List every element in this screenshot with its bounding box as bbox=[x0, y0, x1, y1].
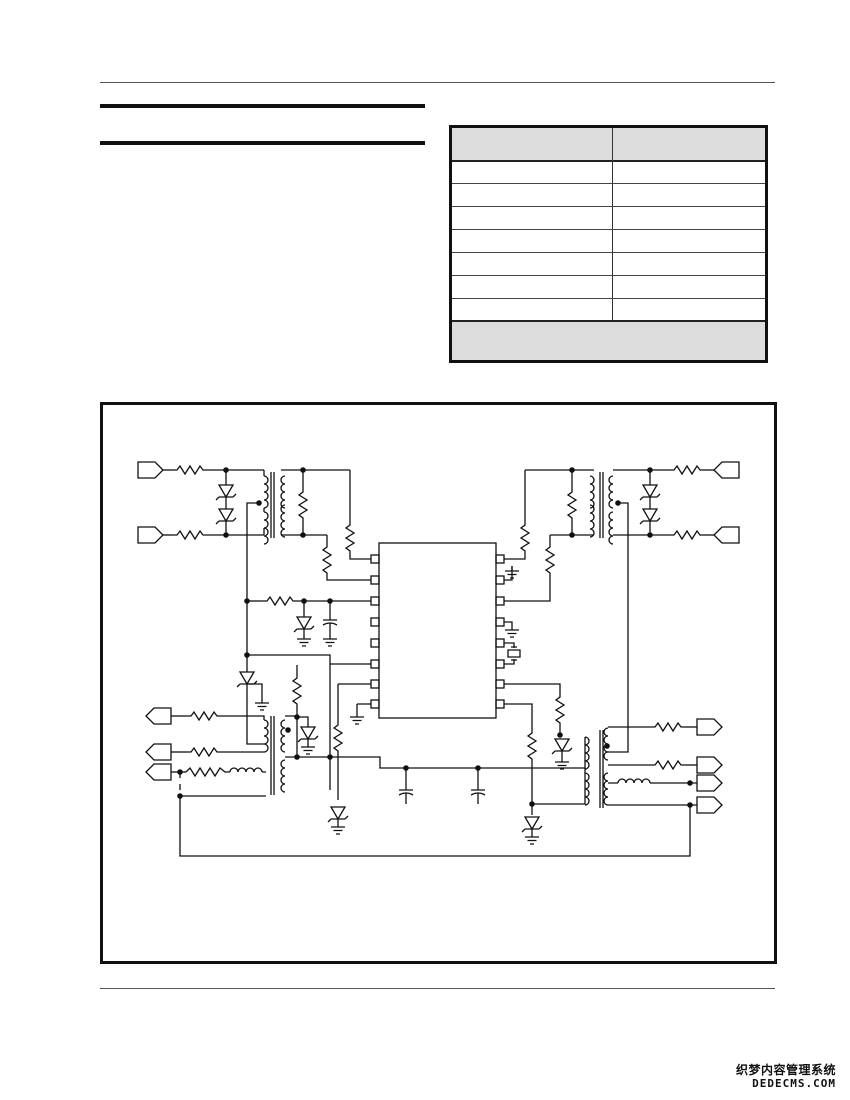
spec-table-note bbox=[452, 320, 765, 360]
schematic-frame bbox=[100, 402, 777, 964]
bottom-left-transformer-circuit bbox=[171, 692, 691, 857]
chip-pins-left bbox=[370, 554, 380, 709]
watermark-line2: DEDECMS.COM bbox=[752, 1076, 836, 1090]
table-row-divider bbox=[452, 252, 765, 253]
top-left-receive-circuit bbox=[163, 465, 371, 601]
section-title-rule-top bbox=[100, 104, 425, 108]
spec-table-header bbox=[452, 128, 765, 162]
junction-dots bbox=[177, 467, 693, 808]
top-right-transmit-circuit bbox=[504, 465, 714, 753]
table-row-divider bbox=[452, 183, 765, 184]
spec-table-column-divider bbox=[612, 128, 613, 320]
table-row-divider bbox=[452, 298, 765, 299]
line-interface-chip bbox=[370, 542, 505, 719]
table-row-divider bbox=[452, 275, 765, 276]
table-row-divider bbox=[452, 206, 765, 207]
chip-pins-right bbox=[495, 554, 505, 709]
table-row-divider bbox=[452, 229, 765, 230]
section-title-rule-bottom bbox=[100, 141, 425, 145]
bottom-right-transformer-circuit bbox=[504, 683, 697, 845]
watermark-line1: 织梦内容管理系统 bbox=[735, 1063, 836, 1077]
watermark: 织梦内容管理系统 DEDECMS.COM bbox=[735, 1063, 836, 1090]
footer-rule bbox=[100, 988, 775, 989]
spec-table bbox=[449, 125, 768, 363]
line-connectors bbox=[137, 461, 740, 814]
left-bias-and-protection bbox=[236, 596, 371, 800]
header-rule bbox=[100, 82, 775, 83]
center-filter-caps bbox=[398, 768, 486, 805]
